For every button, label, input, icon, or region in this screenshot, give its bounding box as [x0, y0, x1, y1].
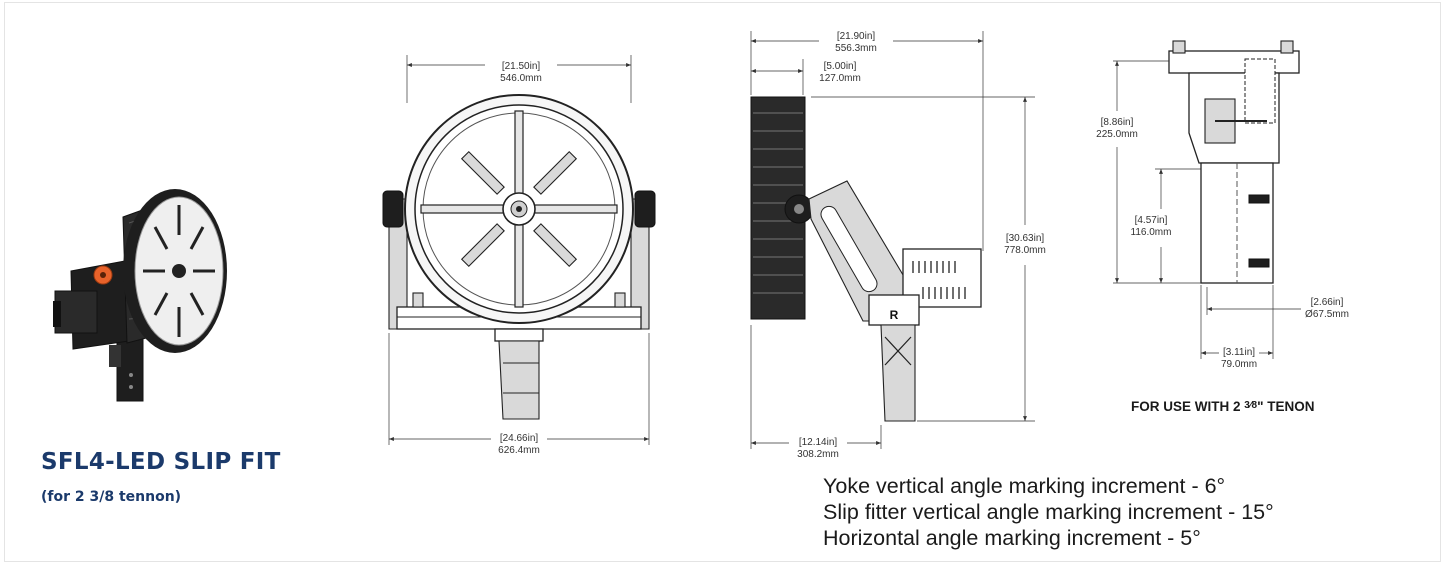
dim-overall-depth-in: [21.90in]	[837, 31, 876, 42]
dim-top-in: [8.86in]	[1101, 117, 1134, 128]
dim-bottom-mm: 308.2mm	[797, 449, 839, 460]
angle-increments-list: Yoke vertical angle marking increment - …	[823, 473, 1274, 551]
tenon-note-fraction: 3⁄8	[1244, 400, 1258, 411]
product-photo	[53, 189, 227, 402]
dim-width-mm: 79.0mm	[1221, 359, 1257, 370]
dimension-labels: [21.50in] 546.0mm [24.66in] 626.4mm [21.…	[498, 31, 1349, 460]
increment-slip-fitter: Slip fitter vertical angle marking incre…	[823, 500, 1274, 524]
dim-overall-depth-mm: 556.3mm	[835, 43, 877, 54]
technical-drawing: R	[53, 31, 1349, 460]
increment-yoke: Yoke vertical angle marking increment - …	[823, 474, 1226, 498]
dim-top-mm: 225.0mm	[1096, 129, 1138, 140]
dim-face-depth-in: [5.00in]	[824, 61, 857, 72]
product-title: SFL4-LED SLIP FIT	[41, 449, 281, 475]
spec-sheet: R	[4, 2, 1441, 562]
yoke-mark: R	[890, 308, 899, 322]
dim-face-width-mm: 546.0mm	[500, 73, 542, 84]
dim-overall-width-mm: 626.4mm	[498, 445, 540, 456]
dim-face-width-in: [21.50in]	[502, 61, 541, 72]
front-view	[382, 55, 656, 445]
dim-height-mm: 778.0mm	[1004, 245, 1046, 256]
fitter-view	[1113, 40, 1301, 359]
dim-diameter-in: [2.66in]	[1311, 297, 1344, 308]
dim-mid-in: [4.57in]	[1135, 215, 1168, 226]
dim-height-in: [30.63in]	[1006, 233, 1045, 244]
tenon-note-suffix: " TENON	[1257, 399, 1315, 414]
tenon-note: FOR USE WITH 2 3⁄8" TENON	[1131, 399, 1314, 414]
dim-face-depth-mm: 127.0mm	[819, 73, 861, 84]
side-view: R	[750, 31, 1035, 449]
dim-mid-mm: 116.0mm	[1131, 227, 1172, 238]
dim-diameter-mm: Ø67.5mm	[1305, 309, 1349, 320]
increment-horizontal: Horizontal angle marking increment - 5°	[823, 526, 1201, 550]
dim-width-in: [3.11in]	[1223, 347, 1255, 358]
dim-overall-width-in: [24.66in]	[500, 433, 539, 444]
dim-bottom-in: [12.14in]	[799, 437, 838, 448]
product-subtitle: (for 2 3/8 tennon)	[41, 489, 182, 505]
tenon-note-prefix: FOR USE WITH 2	[1131, 399, 1245, 414]
